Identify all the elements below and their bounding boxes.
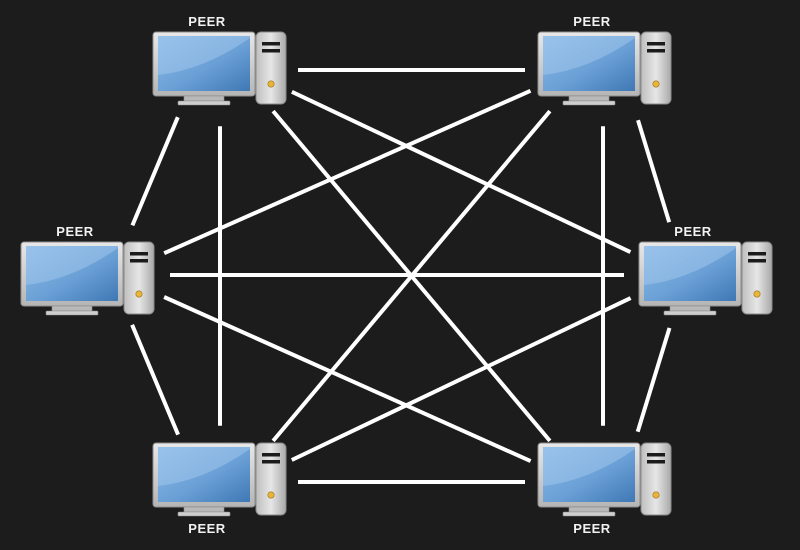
desktop-computer-icon [537, 442, 672, 517]
connection-line-peer-top-left-to-peer-mid-right [291, 89, 632, 254]
connection-line-peer-top-right-to-peer-mid-right [636, 119, 672, 223]
peer-node-bottom-left: PEER [152, 441, 292, 550]
desktop-computer-icon [152, 442, 287, 517]
connection-line-peer-mid-left-to-peer-bottom-right [163, 295, 532, 463]
peer-node-bottom-right: PEER [537, 441, 677, 550]
peer-label: PEER [674, 224, 712, 239]
peer-label: PEER [188, 14, 226, 29]
peer-node-top-left: PEER [152, 14, 292, 124]
peer-node-middle-left: PEER [20, 224, 160, 334]
desktop-computer-icon [638, 241, 773, 316]
peer-label: PEER [56, 224, 94, 239]
connection-line-peer-mid-right-to-peer-bottom-right [635, 327, 672, 433]
desktop-computer-icon [20, 241, 155, 316]
desktop-computer-icon [537, 31, 672, 106]
peer-node-middle-right: PEER [638, 224, 778, 334]
connection-line-peer-mid-right-to-peer-bottom-left [290, 296, 632, 462]
peer-label: PEER [188, 521, 226, 536]
connection-line-peer-top-left-to-peer-mid-left [130, 116, 180, 227]
peer-label: PEER [573, 14, 611, 29]
desktop-computer-icon [152, 31, 287, 106]
connection-line-peer-top-right-to-peer-mid-left [163, 88, 532, 256]
connection-line-peer-mid-left-to-peer-bottom-left [130, 324, 180, 436]
peer-node-top-right: PEER [537, 14, 677, 124]
peer-label: PEER [573, 521, 611, 536]
